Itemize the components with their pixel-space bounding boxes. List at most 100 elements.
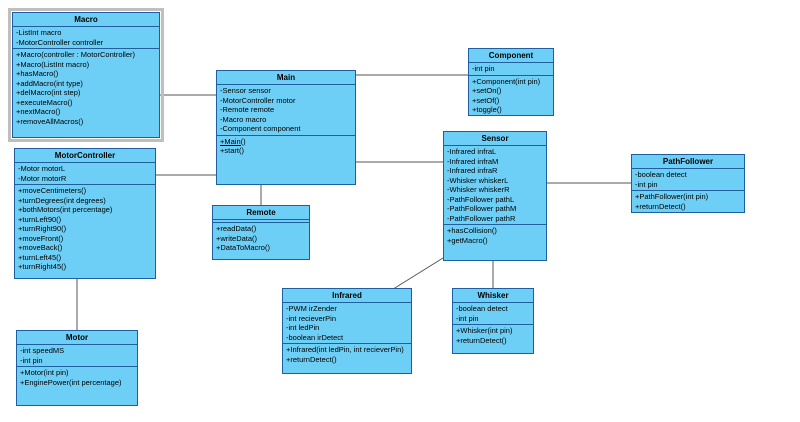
association-edge-sensor-infrared[interactable] [389,257,444,292]
class-attributes-component: -int pin [469,63,553,76]
class-operations-infrared: +Infrared(int ledPin, int recieverPin)+r… [283,344,411,373]
class-operations-remote: +readData()+writeData()+DataToMacro() [213,223,309,259]
operation-row: +turnLeft90() [18,214,62,224]
attribute-row: -Infrared infraM [447,156,499,166]
operation-row: +toggle() [472,105,502,114]
operation-row: +writeData() [216,233,258,243]
class-attributes-motor: -int speedMS-int pin [17,345,137,367]
class-operations-sensor: +hasCollision()+getMacro() [444,225,546,260]
class-box-motorcontroller[interactable]: MotorController-Motor motorL-Motor motor… [14,148,156,279]
attribute-row: -MotorController controller [16,37,104,47]
attribute-row: -Infrared infraL [447,147,497,156]
class-box-remote[interactable]: Remote +readData()+writeData()+DataToMacr… [212,205,310,260]
operation-row: +Component(int pin) [472,76,541,86]
attribute-row: -PathFollower pathM [447,204,517,213]
class-box-pathfollower[interactable]: PathFollower-boolean detect-int pin+Path… [631,154,745,213]
attribute-row: -Component component [220,124,301,133]
selection-frame-macro [8,8,164,142]
class-box-infrared[interactable]: Infrared-PWM irZender-int recieverPin-in… [282,288,412,374]
class-name-motor: Motor [17,331,137,345]
operation-row: +turnDegrees(int degrees) [18,195,106,205]
class-box-main[interactable]: Main-Sensor sensor-MotorController motor… [216,70,356,185]
operation-row: +moveFront() [18,233,64,243]
operation-row: +Macro(controller : MotorController) [16,50,135,59]
class-operations-main: +Main()+start() [217,136,355,185]
attribute-row: -int ledPin [286,323,320,332]
attribute-row: -Remote remote [220,105,275,114]
class-name-remote: Remote [213,206,309,220]
operation-row: +hasCollision() [447,226,497,235]
operation-row: +Infrared(int ledPin, int recieverPin) [286,345,404,354]
attribute-row: -Whisker whiskerR [447,185,510,194]
class-box-macro[interactable]: Macro-ListInt macro-MotorController cont… [12,12,160,138]
operation-row: +hasMacro() [16,69,59,78]
attribute-row: -MotorController motor [220,95,296,105]
class-attributes-infrared: -PWM irZender-int recieverPin-int ledPin… [283,303,411,344]
operation-row: +moveCentimeters() [18,186,87,195]
operation-row: +executeMacro() [16,97,73,107]
class-operations-motorcontroller: +moveCentimeters()+turnDegrees(int degre… [15,185,155,278]
operation-row: +delMacro(int step) [16,88,81,97]
class-name-whisker: Whisker [453,289,533,303]
operation-row: +turnRight90() [18,224,67,233]
class-operations-motor: +Motor(int pin)+EnginePower(int percenta… [17,367,137,405]
operation-row: +Main() [220,136,246,146]
operation-row: +removeAllMacros() [16,116,84,126]
attribute-row: -int speedMS [20,346,65,355]
operation-row: +turnRight45() [18,262,67,271]
operation-row: +setOn() [472,86,502,95]
attribute-row: -Infrared infraR [447,166,498,175]
class-name-macro: Macro [13,13,159,27]
class-name-pathfollower: PathFollower [632,155,744,169]
class-operations-component: +Component(int pin)+setOn()+setOf()+togg… [469,76,553,116]
operation-row: +EnginePower(int percentage) [20,377,122,387]
class-attributes-macro: -ListInt macro-MotorController controlle… [13,27,159,49]
operation-row: +bothMotors(int percentage) [18,205,113,214]
class-attributes-whisker: -boolean detect-int pin [453,303,533,325]
attribute-row: -ListInt macro [16,28,62,37]
attribute-row: -Motor motorR [18,173,67,183]
attribute-row: -int pin [20,355,43,365]
class-attributes-sensor: -Infrared infraL-Infrared infraM-Infrare… [444,146,546,225]
attribute-row: -boolean detect [635,170,687,179]
attribute-row: -int pin [472,64,495,73]
attribute-row: -boolean detect [456,304,508,313]
class-attributes-pathfollower: -boolean detect-int pin [632,169,744,191]
attribute-row: -Motor motorL [18,164,66,173]
operation-row: +nextMacro() [16,107,61,116]
class-operations-whisker: +Whisker(int pin)+returnDetect() [453,325,533,353]
class-name-main: Main [217,71,355,85]
operation-row: +readData() [216,224,257,233]
operation-row: +getMacro() [447,235,488,245]
class-name-sensor: Sensor [444,132,546,146]
operation-row: +start() [220,146,244,155]
class-operations-macro: +Macro(controller : MotorController)+Mac… [13,49,159,137]
class-attributes-remote [213,220,309,223]
attribute-row: -int pin [456,313,479,323]
attribute-row: -PathFollower pathR [447,213,516,223]
operation-row: +Motor(int pin) [20,368,69,377]
operation-row: +PathFollower(int pin) [635,192,709,201]
attribute-row: -Whisker whiskerL [447,175,509,185]
attribute-row: -int pin [635,179,658,189]
class-attributes-motorcontroller: -Motor motorL-Motor motorR [15,163,155,185]
class-box-motor[interactable]: Motor-int speedMS-int pin+Motor(int pin)… [16,330,138,406]
class-box-component[interactable]: Component-int pin+Component(int pin)+set… [468,48,554,116]
class-name-component: Component [469,49,553,63]
class-name-motorcontroller: MotorController [15,149,155,163]
class-attributes-main: -Sensor sensor-MotorController motor-Rem… [217,85,355,136]
operation-row: +setOf() [472,95,500,105]
attribute-row: -Macro macro [220,114,267,124]
class-operations-pathfollower: +PathFollower(int pin)+returnDetect() [632,191,744,212]
operation-row: +moveBack() [18,243,63,252]
operation-row: +turnLeft45() [18,252,62,262]
class-name-infrared: Infrared [283,289,411,303]
class-box-sensor[interactable]: Sensor-Infrared infraL-Infrared infraM-I… [443,131,547,261]
attribute-row: -PathFollower pathL [447,194,515,204]
operation-row: +DataToMacro() [216,243,270,252]
attribute-row: -int recieverPin [286,313,337,323]
class-box-whisker[interactable]: Whisker-boolean detect-int pin+Whisker(i… [452,288,534,354]
operation-row: +Whisker(int pin) [456,326,513,335]
attribute-row: -PWM irZender [286,304,337,313]
